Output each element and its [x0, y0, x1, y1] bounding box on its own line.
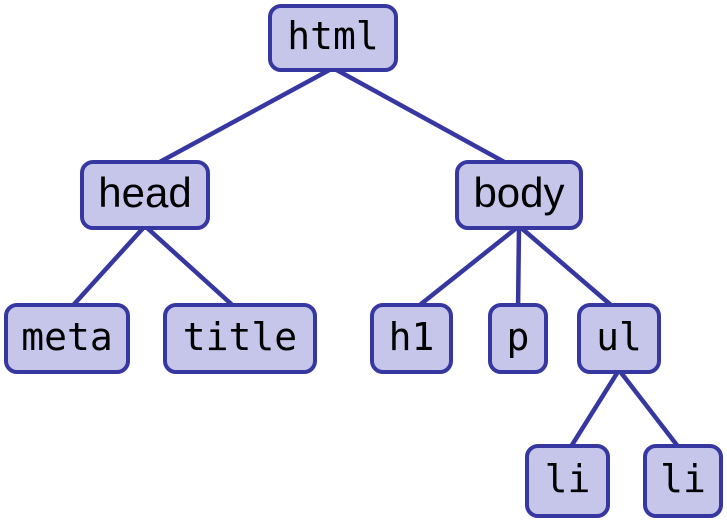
edge-html-body [330, 65, 522, 173]
node-p-label: p [506, 314, 530, 359]
node-li-2: li [643, 444, 723, 518]
edge-head-title [142, 223, 243, 315]
node-html: html [268, 4, 398, 72]
node-meta: meta [4, 303, 130, 374]
node-h1: h1 [370, 303, 453, 374]
node-ul: ul [577, 303, 661, 374]
node-meta-label: meta [21, 314, 113, 359]
edge-body-h1 [408, 223, 522, 315]
edge-ul-li-1 [564, 367, 622, 456]
node-li-2-label: li [660, 457, 706, 501]
edge-html-head [142, 65, 336, 173]
node-ul-label: ul [596, 314, 642, 359]
node-head-label: head [98, 169, 192, 216]
edge-body-p [515, 223, 522, 315]
node-title: title [163, 303, 317, 374]
node-title-label: title [182, 314, 298, 359]
node-html-label: html [287, 14, 379, 58]
node-li-1: li [525, 444, 610, 518]
node-body-label: body [473, 169, 565, 216]
node-body: body [455, 160, 583, 230]
edge-body-ul [516, 223, 622, 315]
edge-head-meta [64, 223, 148, 315]
node-li-1-label: li [544, 457, 591, 501]
node-p: p [488, 303, 548, 374]
edge-ul-li-2 [616, 367, 686, 456]
node-head: head [80, 160, 210, 230]
node-h1-label: h1 [388, 314, 435, 359]
